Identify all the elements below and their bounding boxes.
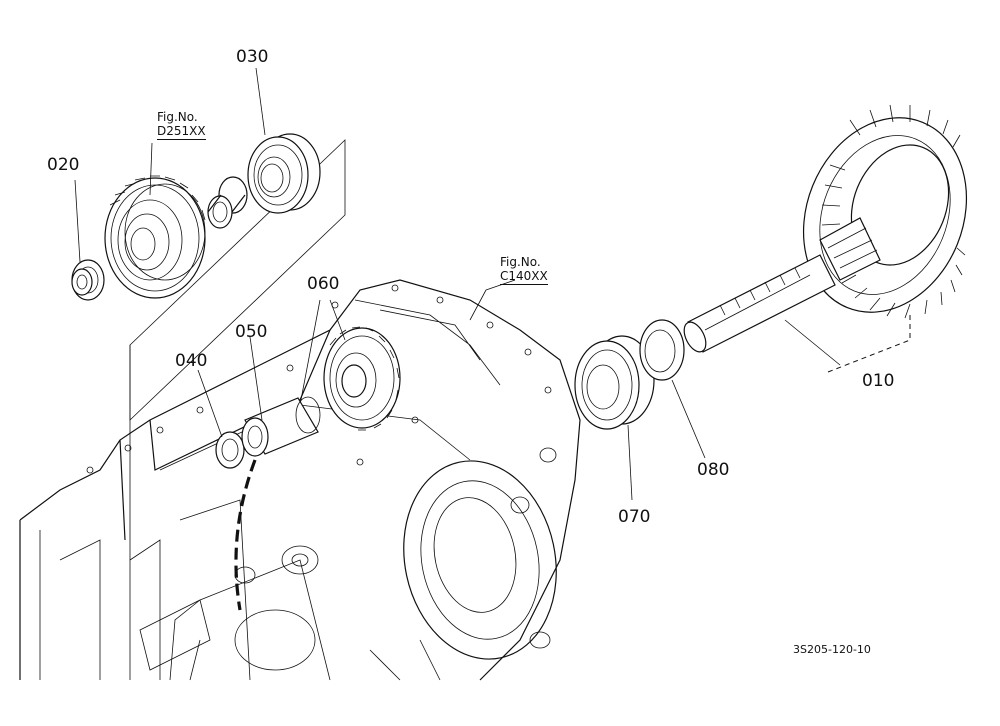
- part-050-collar: [241, 396, 321, 457]
- part-010-bevel-gear-set: [683, 104, 968, 373]
- part-040-washer: [215, 431, 245, 469]
- drawing-code: 3S205-120-10: [793, 643, 871, 656]
- part-label-060: 060: [307, 274, 340, 294]
- part-label-030: 030: [236, 47, 269, 67]
- alignment-line-050: [234, 459, 257, 611]
- part-010-bracket: [827, 315, 911, 373]
- fig-ref-c140xx-caption: Fig.No.: [500, 255, 541, 269]
- fig-ref-d251xx-caption: Fig.No.: [157, 110, 198, 124]
- part-label-080: 080: [697, 460, 730, 480]
- part-030-bearing: [247, 133, 321, 214]
- part-070-bearing: [574, 335, 655, 430]
- part-label-050: 050: [235, 322, 268, 342]
- fig-ref-d251xx: Fig.No. D251XX: [157, 110, 206, 140]
- part-label-010: 010: [862, 371, 895, 391]
- part-060-gear: [323, 326, 401, 431]
- part-label-020: 020: [47, 155, 80, 175]
- fig-ref-d251xx-number: D251XX: [157, 124, 206, 140]
- transmission-case: [19, 279, 581, 681]
- part-080-shim: [639, 319, 685, 381]
- part-020-seal: [71, 259, 105, 301]
- leader-lines: [74, 67, 706, 501]
- part-label-070: 070: [618, 507, 651, 527]
- gear-cluster-d251xx: [104, 175, 206, 299]
- case-bolt-holes: [86, 284, 552, 474]
- fig-ref-c140xx-number: C140XX: [500, 269, 548, 285]
- fig-ref-c140xx: Fig.No. C140XX: [500, 255, 548, 285]
- needle-bearing: [207, 176, 248, 229]
- part-label-040: 040: [175, 351, 208, 371]
